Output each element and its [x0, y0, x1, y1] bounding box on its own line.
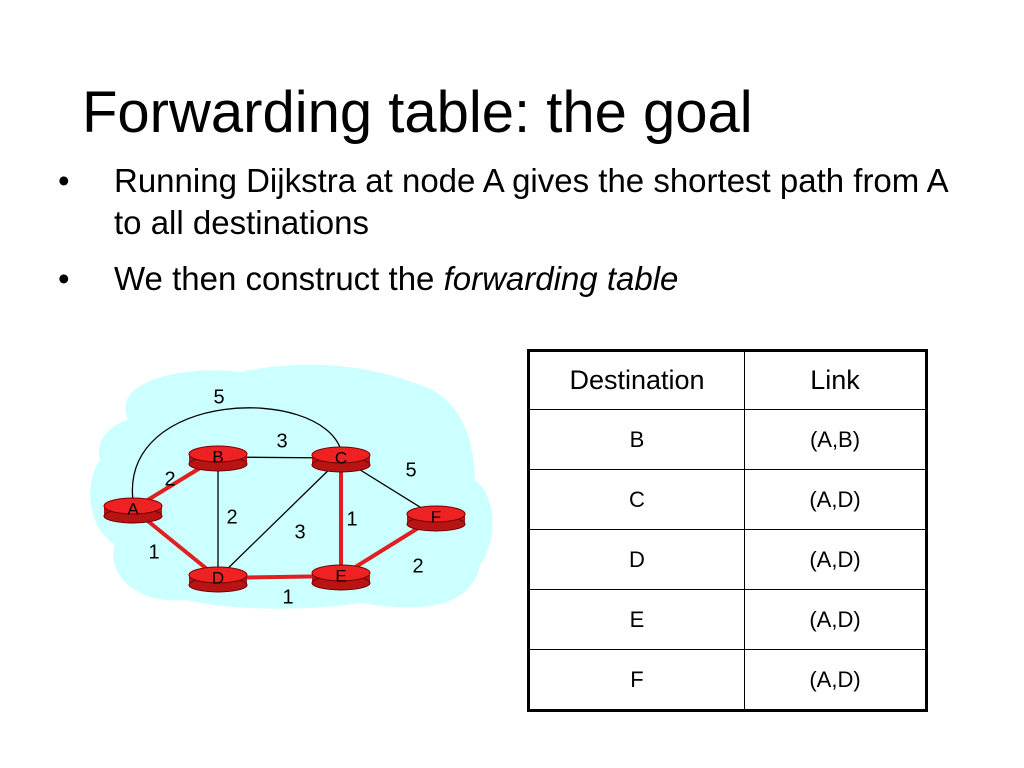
bullet-emphasis: forwarding table — [443, 260, 679, 297]
router-d: D — [188, 566, 248, 593]
bullet-list: • Running Dijkstra at node A gives the s… — [58, 160, 958, 314]
forwarding-table: Destination Link B (A,B) C (A,D) D (A,D)… — [527, 349, 928, 712]
router-label: B — [212, 447, 223, 466]
slide-title: Forwarding table: the goal — [82, 80, 753, 145]
bullet-item: • We then construct the forwarding table — [58, 258, 958, 300]
edge-weight-label: 1 — [346, 508, 357, 530]
table-row: C (A,D) — [528, 469, 927, 530]
router-label: D — [212, 568, 224, 587]
edge-weight-label: 1 — [282, 586, 293, 608]
router-c: C — [311, 446, 371, 473]
bullet-marker: • — [58, 260, 70, 297]
destination-cell: C — [528, 469, 745, 530]
link-cell: (A,D) — [744, 649, 927, 711]
edge-weight-label: 5 — [405, 459, 416, 481]
edge-weight-label: 1 — [148, 541, 159, 563]
edge-weight-label: 5 — [213, 386, 224, 408]
table-row: F (A,D) — [528, 649, 927, 711]
router-b: B — [188, 445, 248, 472]
edge-a-c — [131, 407, 342, 502]
edge-weight-label: 3 — [294, 521, 305, 543]
router-label: A — [127, 499, 139, 518]
column-header-link: Link — [744, 350, 927, 410]
network-cloud — [90, 364, 493, 609]
link-cell: (A,D) — [744, 529, 927, 590]
edge-d-c — [217, 457, 342, 579]
edge-weight-label: 2 — [226, 506, 237, 528]
link-cell: (A,D) — [744, 469, 927, 530]
table-header-row: Destination Link — [528, 350, 927, 410]
bullet-text: Running Dijkstra at node A gives the sho… — [114, 162, 947, 241]
router-label: E — [335, 566, 346, 585]
table-row: E (A,D) — [528, 589, 927, 650]
router-a: A — [103, 497, 163, 524]
bullet-marker: • — [58, 162, 70, 199]
edge-weight-label: 2 — [164, 468, 175, 490]
edge-weight-label: 3 — [276, 430, 287, 452]
router-e: E — [311, 564, 371, 591]
destination-cell: D — [528, 529, 745, 590]
link-cell: (A,B) — [744, 409, 927, 470]
bullet-text: We then construct the — [114, 260, 444, 297]
table-row: B (A,B) — [528, 409, 927, 470]
router-label: F — [431, 507, 441, 526]
column-header-destination: Destination — [528, 350, 745, 410]
router-label: C — [335, 448, 347, 467]
edge-weight-label: 2 — [412, 555, 423, 577]
link-cell: (A,D) — [744, 589, 927, 650]
destination-cell: B — [528, 409, 745, 470]
destination-cell: E — [528, 589, 745, 650]
router-f: F — [406, 505, 466, 532]
table-row: D (A,D) — [528, 529, 927, 590]
bullet-item: • Running Dijkstra at node A gives the s… — [58, 160, 958, 244]
destination-cell: F — [528, 649, 745, 711]
